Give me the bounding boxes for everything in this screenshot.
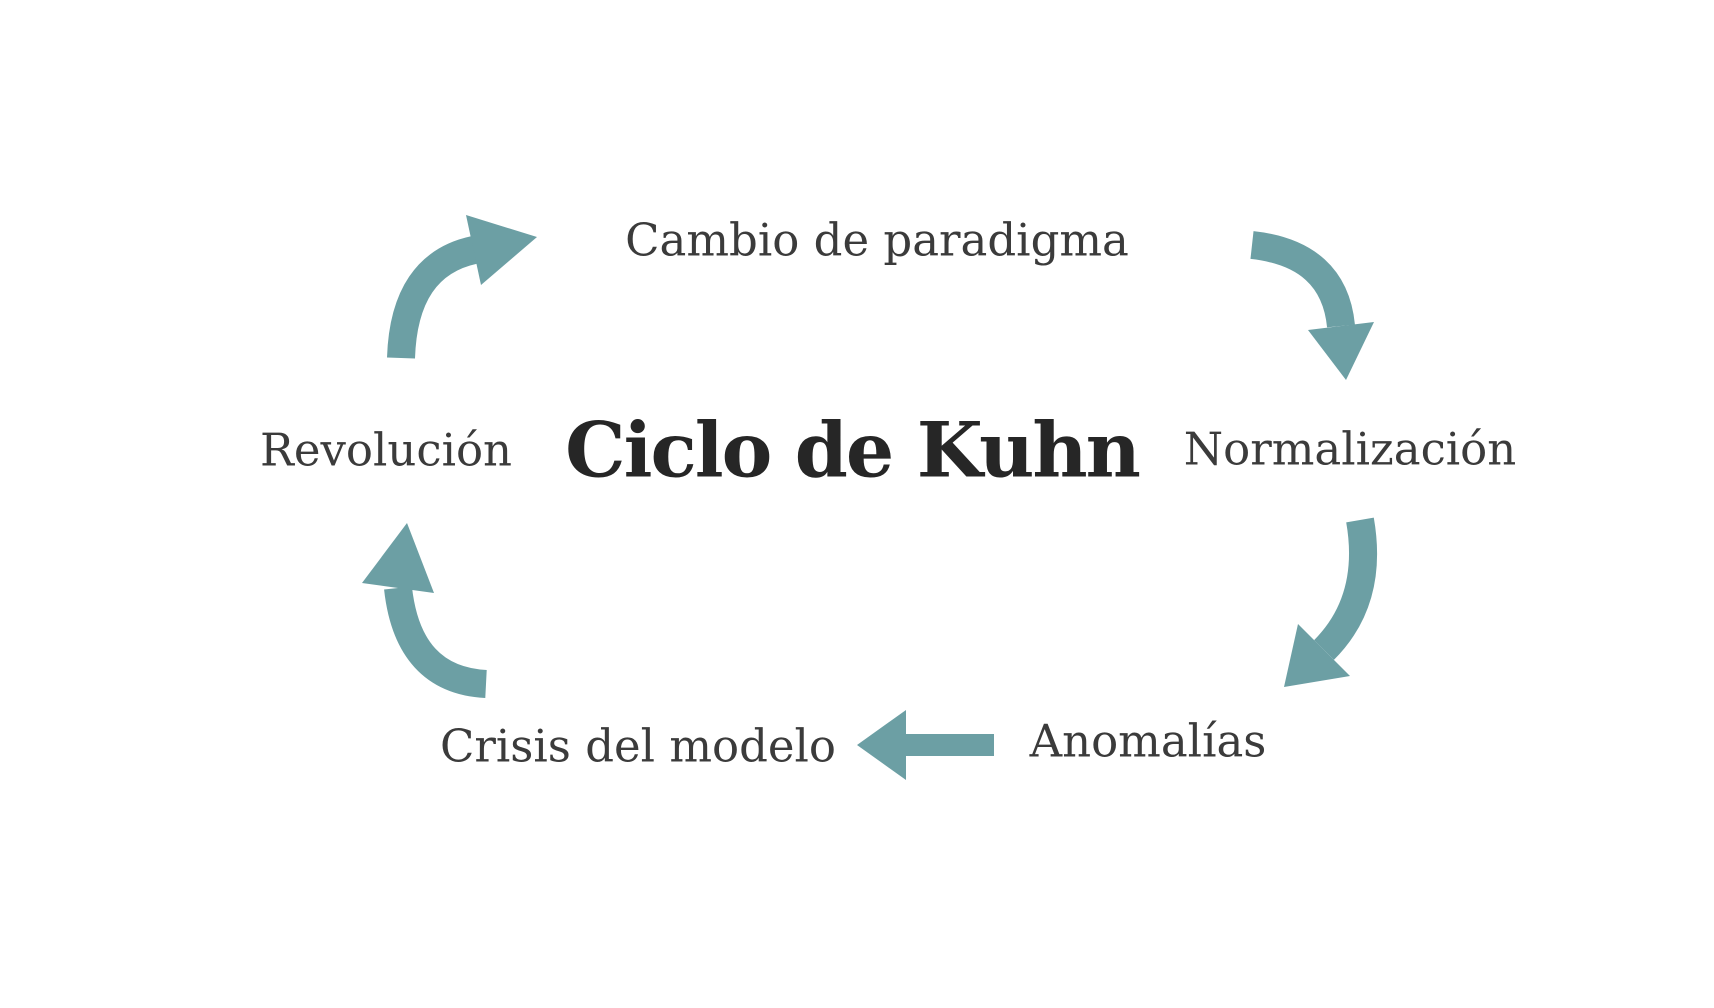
arrow-head-icon (362, 523, 434, 593)
arrow-arc (384, 586, 488, 698)
stage-label-cambio-de-paradigma: Cambio de paradigma (625, 213, 1129, 267)
arrow-shape (857, 710, 994, 780)
arrow-revolucion-to-cambio-icon (387, 215, 537, 359)
stage-label-normalizacion: Normalización (1183, 422, 1517, 476)
stage-label-crisis-del-modelo: Crisis del modelo (439, 719, 837, 773)
arrow-crisis-to-revolucion-icon (362, 523, 488, 698)
arrow-arc (1250, 231, 1355, 328)
arrow-anomalias-to-crisis-icon (857, 710, 994, 780)
stage-label-revolucion: Revolución (259, 423, 513, 477)
arrow-head-icon (1284, 624, 1350, 687)
arrow-head-icon (1308, 322, 1374, 380)
arrow-normalizacion-to-anomalias-icon (1284, 517, 1378, 687)
diagram-title: Ciclo de Kuhn (565, 405, 1141, 495)
arrow-head-icon (466, 215, 537, 285)
arrow-cambio-to-normalizacion-icon (1250, 231, 1374, 380)
stage-label-anomalias: Anomalías (1029, 714, 1267, 768)
arrow-arc (1313, 517, 1378, 660)
arrow-arc (387, 236, 478, 359)
